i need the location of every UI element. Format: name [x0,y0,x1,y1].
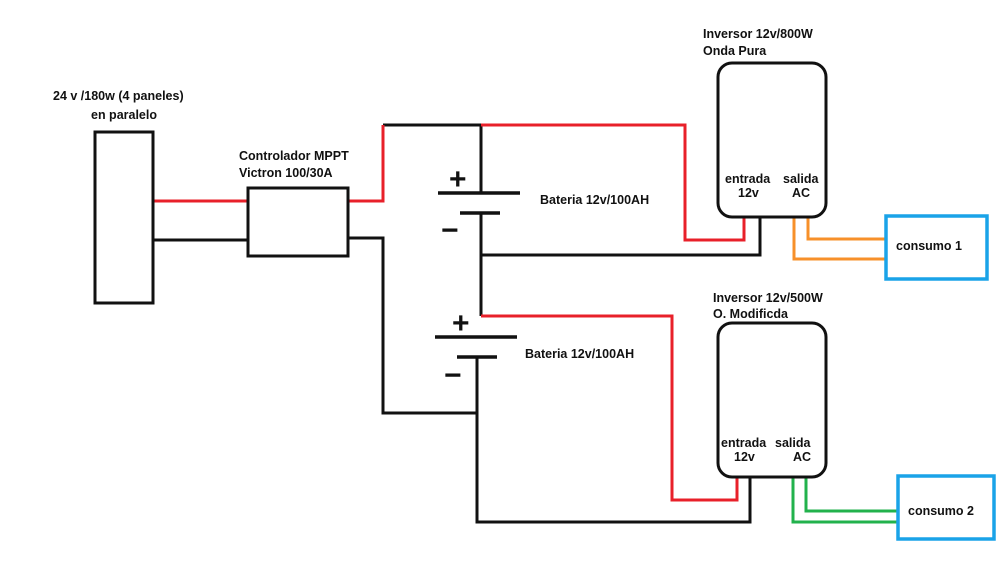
battery2-label: Bateria 12v/100AH [525,347,634,361]
battery2-minus: − [444,359,462,392]
battery2-plus: + [452,307,470,340]
wire-bat2-neg-inv2 [475,357,752,524]
wire-ctrl-bat-pos [348,125,385,203]
controller-line1: Controlador MPPT [239,149,349,163]
load1-label: consumo 1 [896,239,962,253]
load1-box [884,214,989,281]
inverter2-title1: Inversor 12v/500W [713,291,823,305]
wire-ac1-a [792,200,886,261]
inverter2-out-sub: AC [793,450,811,464]
inverter1-title2: Onda Pura [703,44,767,58]
battery-2: + − [435,307,517,392]
inverter1-in-label: entrada [725,172,771,186]
wire-bat2-pos-inv2 [481,314,739,502]
load2-label: consumo 2 [908,504,974,518]
positive-wires [153,123,746,502]
inverter2-out-label: salida [775,436,811,450]
inverter2-box [716,321,828,479]
wire-ctrl-battery-neg [348,236,477,415]
inverter2-in-sub: 12v [734,450,755,464]
inverter1-out-label: salida [783,172,819,186]
battery1-label: Bateria 12v/100AH [540,193,649,207]
inverter1-title1: Inversor 12v/800W [703,27,813,41]
battery1-plus: + [449,163,467,196]
mppt-controller-box [246,186,350,258]
battery-1: + − [438,163,520,247]
inverter1-out-sub: AC [792,186,810,200]
wire-bat1-pos-inv1 [481,123,746,242]
inverter1-in-sub: 12v [738,186,759,200]
panels-line2: en paralelo [91,108,157,122]
inverter2-title2: O. Modificda [713,307,789,321]
inverter2-in-label: entrada [721,436,767,450]
controller-line2: Victron 100/30A [239,166,333,180]
battery1-minus: − [441,214,459,247]
panels-line1: 24 v /180w (4 paneles) [53,89,184,103]
inverter1-box [716,61,828,219]
solar-panel-box [93,130,155,305]
load2-box [896,474,996,541]
